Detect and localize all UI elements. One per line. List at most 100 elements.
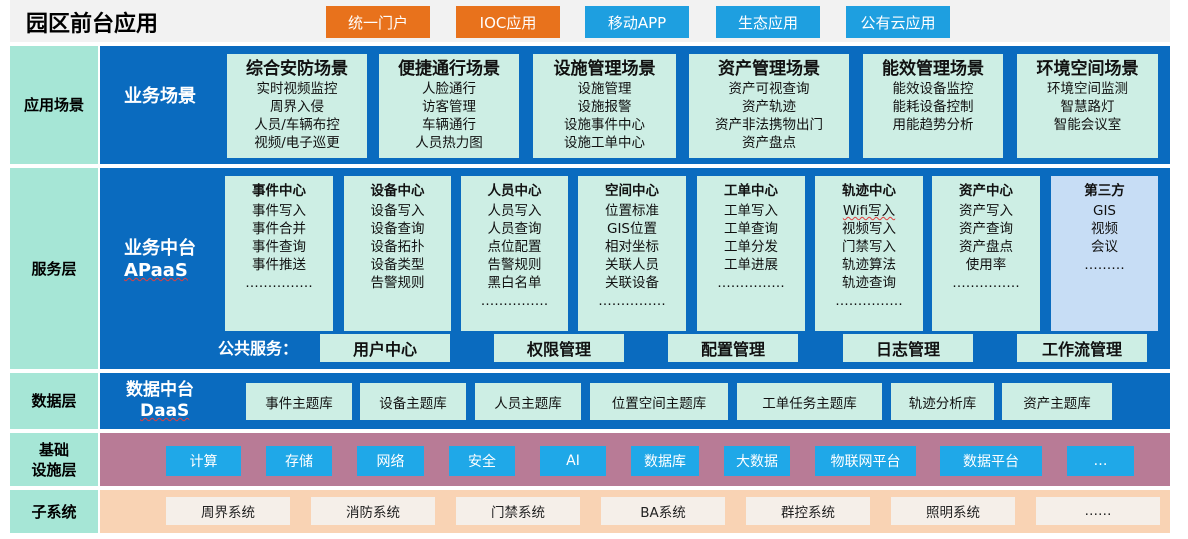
service-item: …………… [480, 293, 549, 309]
scene-card-security: 综合安防场景 实时视频监控 周界入侵 人员/车辆布控 视频/电子巡更 [227, 54, 367, 158]
layer-label-service: 服务层 [10, 168, 98, 369]
service-item: 视频写入 [842, 221, 896, 237]
infra-compute[interactable]: 计算 [166, 446, 241, 476]
scene-card-facility: 设施管理场景 设施管理 设施报警 设施事件中心 设施工单中心 [533, 54, 676, 158]
service-item: 使用率 [965, 257, 1007, 273]
layer-label-infrastructure: 基础 设施层 [10, 433, 98, 486]
data-repo-asset[interactable]: 资产主题库 [1002, 383, 1112, 420]
subsystem-perimeter[interactable]: 周界系统 [166, 497, 290, 525]
service-item: 事件查询 [252, 239, 306, 255]
scene-item: 资产非法携物出门 [715, 117, 823, 133]
service-card-device: 设备中心 设备写入 设备查询 设备拓扑 设备类型 告警规则 [344, 176, 451, 331]
service-card-third-party: 第三方 GIS 视频 会议 ……… [1051, 176, 1158, 331]
service-title: 设备中心 [370, 183, 425, 199]
ioc-app-button[interactable]: IOC应用 [456, 6, 560, 38]
service-item: ……… [1084, 257, 1125, 273]
service-item: 事件写入 [252, 203, 306, 219]
service-item: …………… [835, 293, 903, 309]
service-item: 工单进展 [724, 257, 778, 273]
data-repo-work-order[interactable]: 工单任务主题库 [737, 383, 882, 420]
layer-label-subsystem: 子系统 [10, 490, 98, 533]
service-item: GIS位置 [606, 221, 657, 237]
infra-storage[interactable]: 存储 [266, 446, 332, 476]
service-item: 会议 [1091, 239, 1118, 255]
scene-item: 能效设备监控 [892, 81, 974, 97]
service-item: 人员查询 [487, 221, 542, 237]
service-card-event: 事件中心 事件写入 事件合并 事件查询 事件推送 …………… [225, 176, 333, 331]
service-item: 视频 [1091, 221, 1118, 237]
service-title: 人员中心 [487, 183, 542, 199]
common-service-workflow[interactable]: 工作流管理 [1017, 334, 1147, 362]
infra-iot-platform[interactable]: 物联网平台 [815, 446, 916, 476]
service-card-space: 空间中心 位置标准 GIS位置 相对坐标 关联人员 关联设备 …………… [578, 176, 686, 331]
subsystem-fire[interactable]: 消防系统 [311, 497, 435, 525]
data-middle-platform-title: 数据中台 DaaS [126, 380, 194, 422]
service-title: 工单中心 [724, 183, 778, 199]
service-item: 关联设备 [605, 275, 659, 291]
infra-data-platform[interactable]: 数据平台 [940, 446, 1042, 476]
common-service-permission[interactable]: 权限管理 [494, 334, 624, 362]
layer-label-infrastructure-line2: 设施层 [31, 460, 77, 479]
service-title: 事件中心 [252, 183, 306, 199]
service-item: …………… [952, 275, 1020, 291]
scene-item: 设施事件中心 [564, 117, 645, 133]
scene-card-environment: 环境空间场景 环境空间监测 智慧路灯 智能会议室 [1017, 54, 1158, 158]
data-repo-device[interactable]: 设备主题库 [360, 383, 466, 420]
scene-title: 设施管理场景 [553, 59, 656, 79]
subsystem-lighting[interactable]: 照明系统 [891, 497, 1015, 525]
subsystem-more[interactable]: …… [1036, 497, 1160, 525]
scene-item: 用能趋势分析 [892, 117, 974, 133]
scene-item: 能耗设备控制 [892, 99, 974, 115]
public-cloud-app-button[interactable]: 公有云应用 [846, 6, 950, 38]
service-item: 事件合并 [252, 221, 306, 237]
infra-network[interactable]: 网络 [357, 446, 424, 476]
service-item: 门禁写入 [842, 239, 896, 255]
scene-item: 设施管理 [577, 81, 632, 97]
subsystem-access-control[interactable]: 门禁系统 [456, 497, 580, 525]
scene-item: 设施报警 [577, 99, 632, 115]
data-repo-event[interactable]: 事件主题库 [246, 383, 352, 420]
service-item: 设备写入 [370, 203, 425, 219]
service-card-asset: 资产中心 资产写入 资产查询 资产盘点 使用率 …………… [932, 176, 1040, 331]
scene-title: 能效管理场景 [882, 59, 984, 79]
scene-item: 资产轨迹 [742, 99, 796, 115]
data-repo-trajectory[interactable]: 轨迹分析库 [891, 383, 994, 420]
subsystem-ba[interactable]: BA系统 [601, 497, 725, 525]
service-item: 工单写入 [724, 203, 778, 219]
service-title: 资产中心 [959, 183, 1013, 199]
data-repo-personnel[interactable]: 人员主题库 [475, 383, 581, 420]
service-item: 工单查询 [724, 221, 778, 237]
scene-title: 综合安防场景 [246, 59, 348, 79]
common-service-config[interactable]: 配置管理 [668, 334, 798, 362]
service-item: 关联人员 [605, 257, 659, 273]
scene-card-access: 便捷通行场景 人脸通行 访客管理 车辆通行 人员热力图 [379, 54, 519, 158]
service-item: Wifi写入 [842, 203, 896, 219]
portal-button[interactable]: 统一门户 [326, 6, 430, 38]
layer-label-data: 数据层 [10, 373, 98, 429]
service-item: 位置标准 [605, 203, 659, 219]
service-item: 资产盘点 [959, 239, 1013, 255]
data-repo-location-space[interactable]: 位置空间主题库 [590, 383, 728, 420]
common-service-log[interactable]: 日志管理 [843, 334, 973, 362]
service-item: 告警规则 [487, 257, 542, 273]
layer-label-application: 应用场景 [10, 46, 98, 164]
scene-item: 人脸通行 [422, 81, 476, 97]
scene-item: 人员热力图 [415, 135, 483, 151]
mobile-app-button[interactable]: 移动APP [585, 6, 689, 38]
infra-ai[interactable]: AI [540, 446, 606, 476]
service-item: 轨迹算法 [842, 257, 896, 273]
service-item: 人员写入 [487, 203, 542, 219]
common-service-user-center[interactable]: 用户中心 [320, 334, 450, 362]
ecosystem-app-button[interactable]: 生态应用 [716, 6, 820, 38]
service-item: 事件推送 [252, 257, 306, 273]
infra-security[interactable]: 安全 [449, 446, 515, 476]
scene-title: 环境空间场景 [1036, 59, 1139, 79]
business-scenes-title: 业务场景 [124, 86, 196, 107]
service-title: 空间中心 [605, 183, 659, 199]
infra-more[interactable]: … [1067, 446, 1134, 476]
service-item: …………… [598, 293, 666, 309]
subsystem-group-control[interactable]: 群控系统 [746, 497, 870, 525]
infra-big-data[interactable]: 大数据 [724, 446, 790, 476]
infra-database[interactable]: 数据库 [631, 446, 699, 476]
scene-title: 便捷通行场景 [398, 59, 500, 79]
